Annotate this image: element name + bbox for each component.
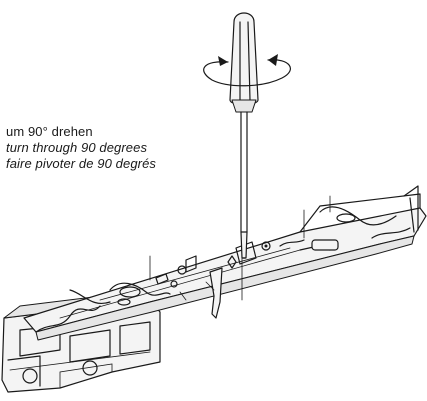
instruction-german: um 90° drehen: [6, 124, 93, 139]
contact-springs: [35, 206, 411, 333]
rotation-instruction: um 90° drehen turn through 90 degrees fa…: [6, 124, 156, 172]
guide-lines: [149, 195, 331, 301]
instruction-english: turn through 90 degrees: [6, 140, 148, 155]
rotation-arrow-icon: [203, 54, 291, 87]
chassis-plate: [23, 185, 427, 341]
mounting-parts: [155, 241, 271, 319]
instruction-french: faire pivoter de 90 degrés: [6, 156, 157, 171]
screwdriver-icon: [229, 12, 259, 259]
